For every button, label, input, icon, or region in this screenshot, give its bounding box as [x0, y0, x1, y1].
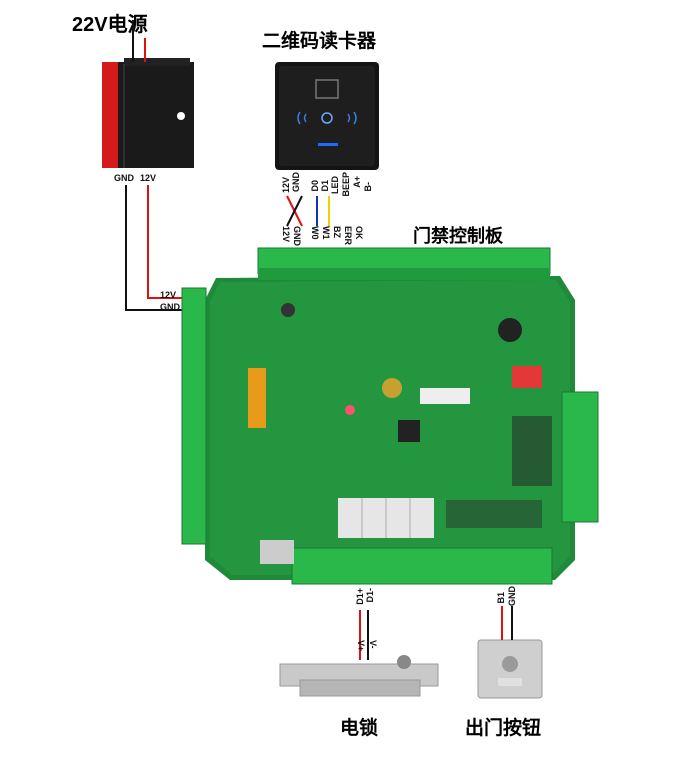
exit-button-device [477, 639, 543, 699]
board-reader-bz-label: BZ [332, 226, 342, 238]
reader-beep-label: BEEP [341, 172, 351, 197]
board-reader-err-label: ERR [343, 226, 353, 246]
power-supply-title: 22V电源 [72, 14, 148, 36]
electric-lock-device [279, 655, 439, 697]
board-reader-w0-label: W0 [310, 226, 320, 240]
reader-gnd-label: GND [291, 172, 301, 192]
qr-reader-device [275, 62, 379, 170]
lock-d1-minus-label: D1- [365, 588, 375, 603]
power-12v-label: 12V [140, 173, 157, 183]
power-gnd-label: GND [114, 173, 134, 183]
button-wires [501, 606, 513, 640]
lock-v-minus-label: V- [368, 640, 378, 649]
board-gnd-label: GND [160, 302, 180, 312]
reader-12v-label: 12V [281, 177, 291, 194]
board-reader-ok-label: OK [354, 226, 364, 240]
lock-wires [359, 610, 369, 660]
button-gnd-label: GND [507, 586, 517, 606]
board-title: 门禁控制板 [413, 226, 503, 246]
reader-a-plus-label: A+ [352, 176, 362, 188]
reader-wires [286, 195, 330, 227]
reader-d0-label: D0 [310, 180, 320, 192]
board-reader-gnd-label: GND [292, 226, 302, 246]
control-board [181, 247, 599, 585]
reader-title: 二维码读卡器 [262, 31, 377, 52]
button-b1-label: B1 [496, 592, 506, 604]
exit-button-title: 出门按钮 [465, 718, 542, 739]
lock-d1-plus-label: D1+ [355, 588, 365, 605]
board-12v-label: 12V [160, 290, 177, 300]
power-supply [102, 58, 194, 168]
electric-lock-title: 电锁 [340, 718, 379, 739]
board-reader-12v-label: 12V [281, 226, 291, 243]
reader-b-minus-label: B- [363, 182, 373, 192]
lock-v-plus-label: V+ [356, 640, 366, 652]
board-reader-w1-label: W1 [321, 226, 331, 240]
reader-d1-label: D1 [320, 180, 330, 192]
reader-led-label: LED [330, 176, 340, 194]
